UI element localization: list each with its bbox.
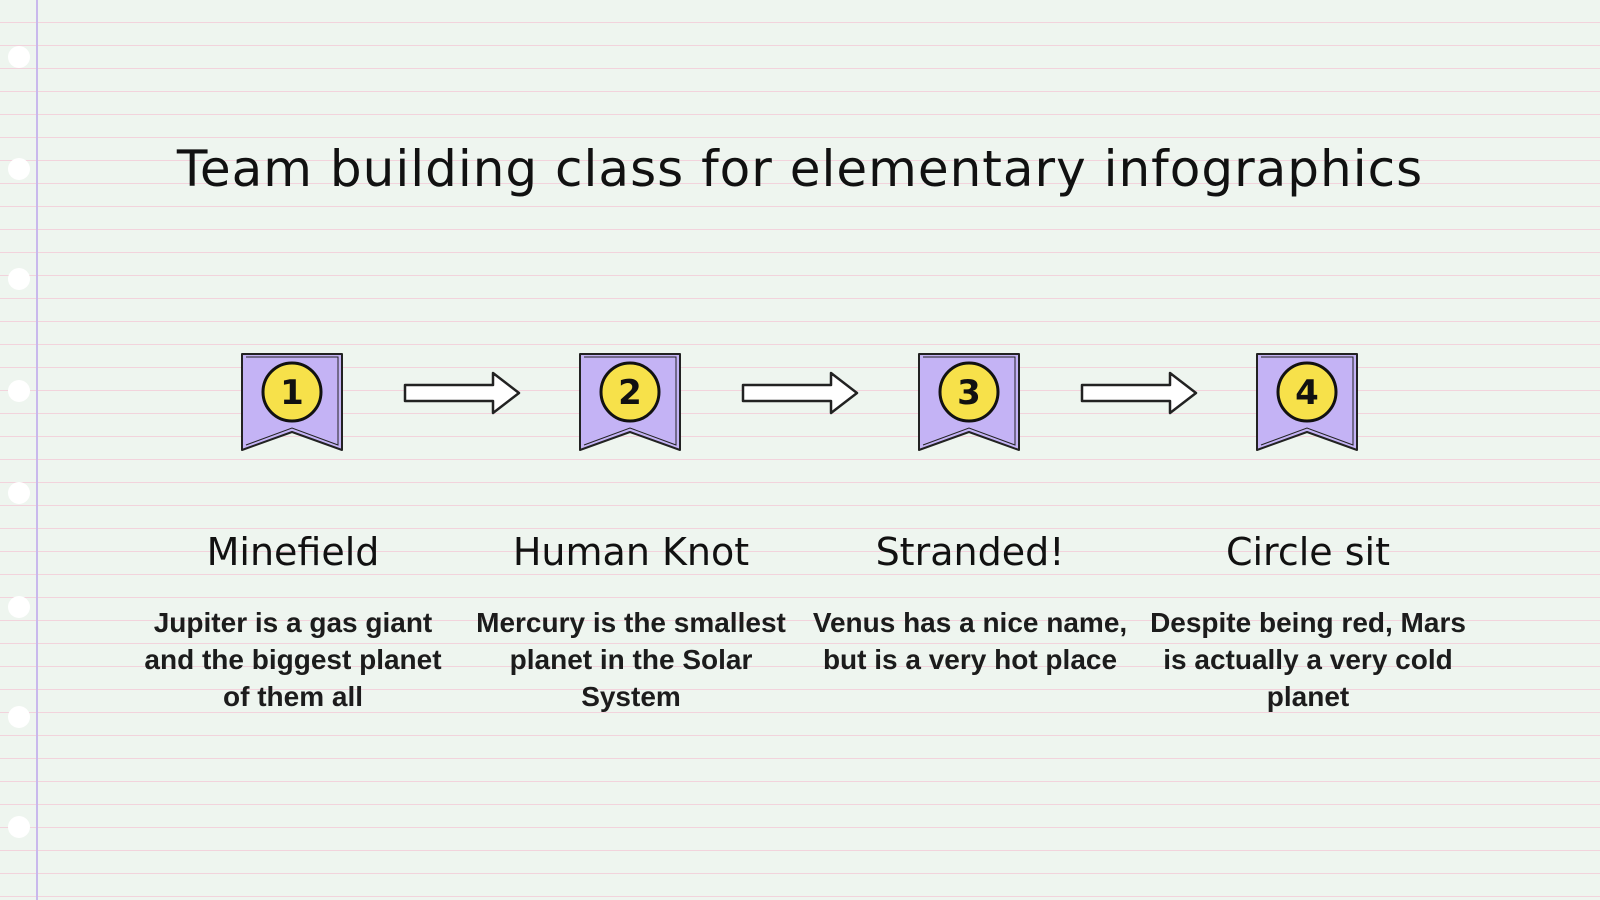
step-2-description: Mercury is the smallest planet in the So… (476, 607, 786, 712)
punch-hole (8, 158, 30, 180)
notebook-margin-line (36, 0, 38, 900)
arrow-right-icon (1080, 371, 1198, 415)
punch-hole (8, 596, 30, 618)
step-2-title: Human Knot (512, 530, 750, 574)
step-3-title: Stranded! (875, 530, 1065, 574)
page-title: Team building class for elementary infog… (176, 140, 1424, 198)
punch-hole (8, 380, 30, 402)
step-1-badge: 1 (241, 353, 343, 451)
step-4-badge: 4 (1256, 353, 1358, 451)
punch-hole (8, 706, 30, 728)
step-1-title: Minefield (206, 530, 380, 574)
step-1-description: Jupiter is a gas giant and the biggest p… (144, 607, 442, 712)
step-4-description: Despite being red, Mars is actually a ve… (1150, 607, 1466, 712)
punch-hole (8, 482, 30, 504)
step-2-number: 2 (618, 373, 642, 413)
step-3-number: 3 (957, 373, 981, 413)
step-3-description: Venus has a nice name, but is a very hot… (812, 607, 1128, 675)
step-2-badge: 2 (579, 353, 681, 451)
punch-hole (8, 46, 30, 68)
step-4-title: Circle sit (1225, 530, 1391, 574)
arrow-right-icon (741, 371, 859, 415)
step-1-number: 1 (280, 373, 304, 413)
punch-hole (8, 816, 30, 838)
arrow-right-icon (403, 371, 521, 415)
punch-hole (8, 268, 30, 290)
step-4-number: 4 (1295, 373, 1319, 413)
step-3-badge: 3 (918, 353, 1020, 451)
